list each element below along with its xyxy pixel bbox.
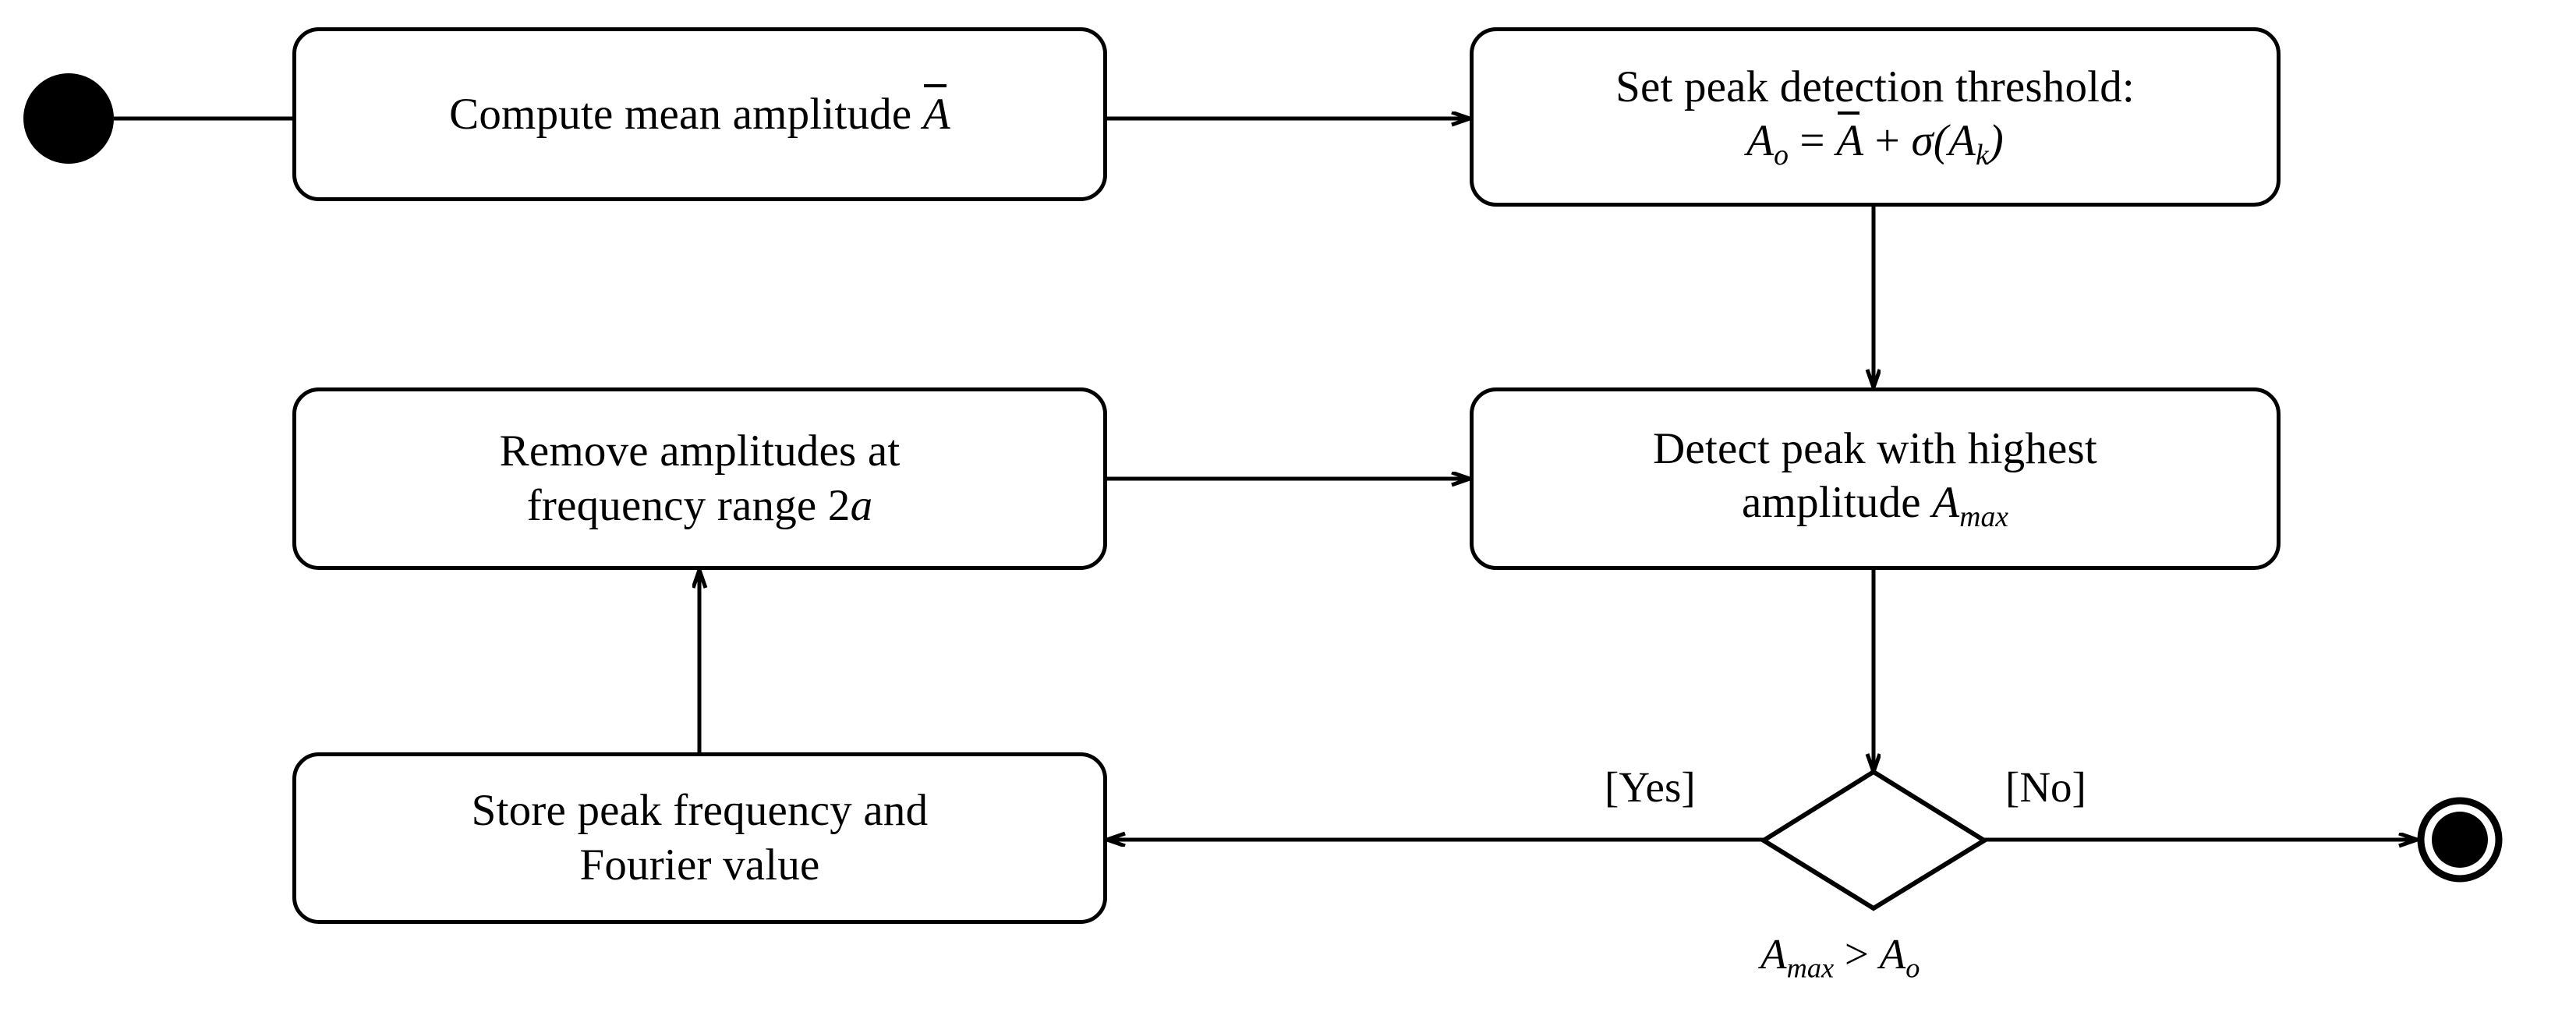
- decision-diamond: [1759, 769, 1989, 911]
- threshold-formula: Ao = A + σ(Ak): [1615, 111, 2135, 174]
- final-node-core: [2432, 812, 2488, 868]
- action-set-peak-detection-threshold[interactable]: Set peak detection threshold: Ao = A + σ…: [1470, 27, 2281, 207]
- a-bar-symbol: A: [923, 84, 950, 142]
- action-detect-peak-label: Detect peak with highest amplitude Amax: [1653, 423, 2097, 534]
- action-compute-mean-amplitude-label: Compute mean amplitude A: [429, 84, 971, 142]
- initial-node: [23, 73, 114, 164]
- action-remove-amplitudes[interactable]: Remove amplitudes at frequency range 2a: [292, 387, 1107, 570]
- action-store-peak-frequency-label: Store peak frequency and Fourier value: [471, 786, 929, 890]
- action-detect-peak[interactable]: Detect peak with highest amplitude Amax: [1470, 387, 2281, 570]
- action-remove-amplitudes-label: Remove amplitudes at frequency range 2a: [499, 426, 901, 530]
- a-bar-symbol: A: [1836, 111, 1863, 168]
- guard-label-yes: [Yes]: [1605, 763, 1696, 811]
- action-store-peak-frequency[interactable]: Store peak frequency and Fourier value: [292, 752, 1107, 924]
- action-set-peak-detection-threshold-label: Set peak detection threshold: Ao = A + σ…: [1595, 60, 2155, 174]
- action-compute-mean-amplitude[interactable]: Compute mean amplitude A: [292, 27, 1107, 201]
- decision-condition-label: Amax > Ao: [1760, 930, 1920, 984]
- guard-label-no: [No]: [2005, 763, 2086, 811]
